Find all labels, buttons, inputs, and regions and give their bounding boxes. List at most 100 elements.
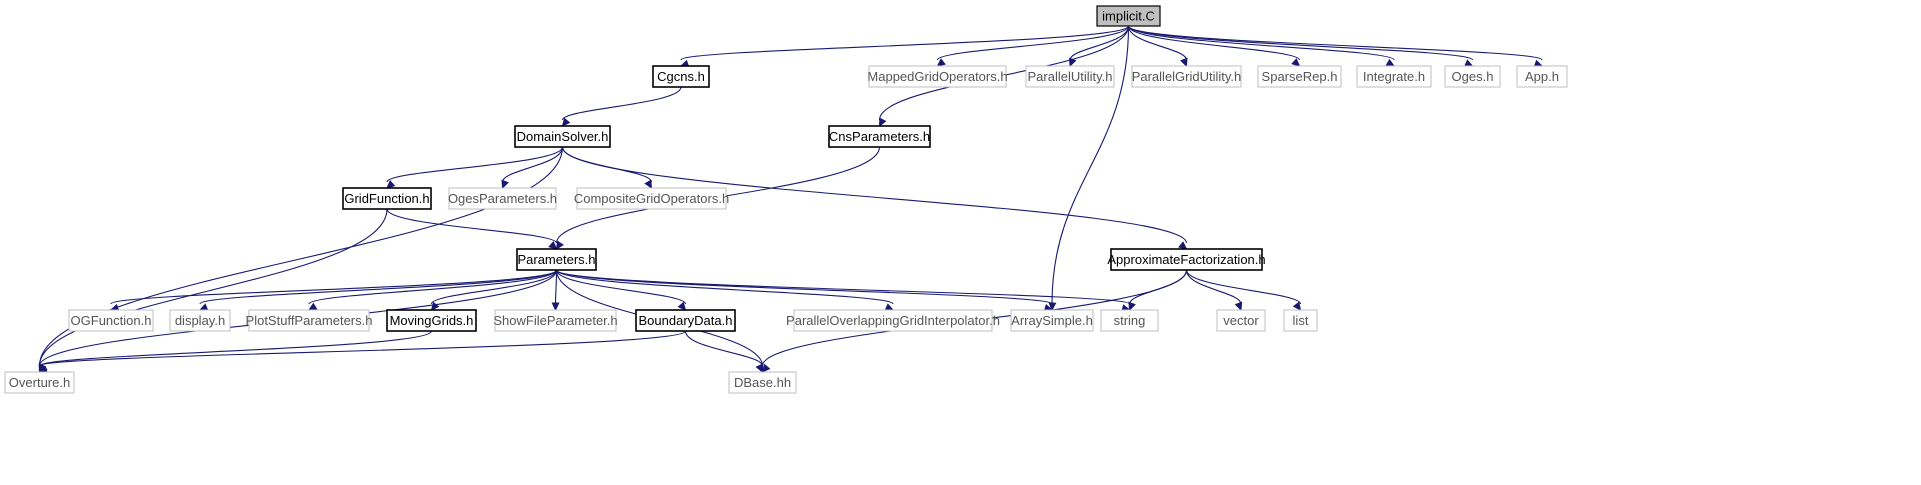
edge-arrowhead bbox=[936, 58, 946, 67]
edge-line bbox=[684, 330, 764, 367]
edge-DomainSolver_h-to-OgesParameters_h bbox=[501, 146, 564, 190]
node-label: list bbox=[1293, 313, 1309, 328]
edge-arrowhead bbox=[561, 117, 571, 127]
node-approximatefactorization-h[interactable]: ApproximateFactorization.h bbox=[1107, 248, 1266, 271]
node-string: string bbox=[1100, 309, 1159, 332]
node-label: MovingGrids.h bbox=[390, 313, 474, 328]
node-box bbox=[1283, 309, 1318, 332]
node-parameters-h[interactable]: Parameters.h bbox=[516, 248, 597, 271]
edge-GridFunction_h-to-Parameters_h bbox=[386, 208, 558, 250]
node-paralleloverlappinggridinterpolator-h: ParallelOverlappingGridInterpolator.h bbox=[786, 309, 1000, 332]
node-label: MappedGridOperators.h bbox=[867, 69, 1007, 84]
node-label: ArraySimple.h bbox=[1011, 313, 1093, 328]
node-label: ParallelGridUtility.h bbox=[1132, 69, 1242, 84]
edge-line bbox=[561, 146, 653, 183]
edge-Parameters_h-to-ShowFileParameter_h bbox=[551, 269, 560, 312]
node-arraysimple-h: ArraySimple.h bbox=[1010, 309, 1094, 332]
edge-arrowhead bbox=[677, 301, 687, 311]
edge-line bbox=[1127, 25, 1395, 61]
edge-DomainSolver_h-to-CompositeGridOperators_h bbox=[561, 146, 653, 190]
node-gridfunction-h[interactable]: GridFunction.h bbox=[342, 187, 432, 210]
edge-implicit_C-to-App_h bbox=[1127, 25, 1544, 68]
edge-arrowhead bbox=[548, 241, 558, 250]
node-box bbox=[68, 309, 154, 332]
edge-line bbox=[1127, 25, 1474, 61]
edge-arrowhead bbox=[1178, 241, 1188, 250]
node-box bbox=[868, 65, 1007, 88]
edge-arrowhead bbox=[755, 363, 764, 374]
node-box bbox=[793, 309, 993, 332]
edge-line bbox=[38, 146, 564, 367]
edge-implicit_C-to-Oges_h bbox=[1127, 25, 1474, 67]
node-list: list bbox=[1283, 309, 1318, 332]
edge-arrowhead bbox=[307, 302, 318, 311]
node-domainsolver-h[interactable]: DomainSolver.h bbox=[514, 125, 611, 148]
node-label: Cgcns.h bbox=[657, 69, 705, 84]
node-showfileparameter-h: ShowFileParameter.h bbox=[493, 309, 618, 332]
edge-arrowhead bbox=[1128, 301, 1136, 312]
node-label: Oges.h bbox=[1452, 69, 1494, 84]
edge-MovingGrids_h-to-Overture_h bbox=[38, 330, 433, 373]
edge-arrowhead bbox=[1234, 301, 1243, 312]
node-label: ApproximateFactorization.h bbox=[1107, 252, 1265, 267]
edge-arrowhead bbox=[761, 363, 771, 373]
node-box bbox=[342, 187, 432, 210]
node-box bbox=[652, 65, 710, 88]
node-implicit-c: implicit.C bbox=[1096, 5, 1161, 27]
edge-DomainSolver_h-to-Overture_h bbox=[38, 146, 564, 374]
edge-line bbox=[1127, 25, 1301, 61]
node-vector: vector bbox=[1216, 309, 1266, 332]
node-box bbox=[514, 125, 611, 148]
node-sparserep-h: SparseRep.h bbox=[1257, 65, 1342, 88]
node-box bbox=[1444, 65, 1501, 88]
node-box bbox=[1100, 309, 1159, 332]
node-box bbox=[1131, 65, 1242, 88]
edge-line bbox=[1128, 269, 1188, 305]
edge-arrowhead bbox=[386, 180, 396, 189]
node-movinggrids-h[interactable]: MovingGrids.h bbox=[386, 309, 477, 332]
node-boundarydata-h[interactable]: BoundaryData.h bbox=[635, 309, 736, 332]
node-box bbox=[728, 371, 797, 394]
edge-line bbox=[561, 86, 682, 121]
node-label: BoundaryData.h bbox=[639, 313, 733, 328]
edge-line bbox=[1127, 25, 1188, 61]
edge-implicit_C-to-MappedGridOperators_h bbox=[936, 25, 1130, 67]
node-box bbox=[576, 187, 727, 210]
node-label: ShowFileParameter.h bbox=[493, 313, 617, 328]
edge-line bbox=[936, 25, 1130, 61]
node-label: CompositeGridOperators.h bbox=[574, 191, 729, 206]
edge-line bbox=[554, 269, 558, 305]
node-box bbox=[1216, 309, 1266, 332]
node-box bbox=[1516, 65, 1568, 88]
edge-line bbox=[555, 269, 894, 305]
edge-line bbox=[1185, 269, 1242, 305]
node-label: Parameters.h bbox=[517, 252, 595, 267]
edge-line bbox=[555, 269, 1053, 305]
edge-line bbox=[386, 146, 564, 183]
edge-line bbox=[38, 208, 388, 367]
node-label: DomainSolver.h bbox=[517, 129, 609, 144]
node-box bbox=[1096, 5, 1161, 27]
edge-arrowhead bbox=[1385, 58, 1396, 67]
edge-arrowhead bbox=[1048, 302, 1057, 312]
edge-arrowhead bbox=[551, 302, 560, 312]
edge-line bbox=[1127, 25, 1543, 61]
edge-arrowhead bbox=[884, 303, 895, 311]
edge-ApproximateFactorization_h-to-vector bbox=[1185, 269, 1243, 312]
edge-line bbox=[38, 330, 687, 367]
edge-Parameters_h-to-BoundaryData_h bbox=[555, 269, 687, 311]
node-label: CnsParameters.h bbox=[829, 129, 930, 144]
node-box bbox=[1356, 65, 1432, 88]
node-cgcns-h[interactable]: Cgcns.h bbox=[652, 65, 710, 88]
edge-line bbox=[386, 208, 558, 244]
node-cnsparameters-h[interactable]: CnsParameters.h bbox=[828, 125, 931, 148]
node-box bbox=[828, 125, 931, 148]
edge-line bbox=[308, 269, 558, 305]
node-display-h: display.h bbox=[169, 309, 231, 332]
edge-arrowhead bbox=[1292, 301, 1302, 311]
node-label: implicit.C bbox=[1102, 9, 1155, 24]
node-box bbox=[494, 309, 617, 332]
edge-arrowhead bbox=[1464, 59, 1474, 67]
